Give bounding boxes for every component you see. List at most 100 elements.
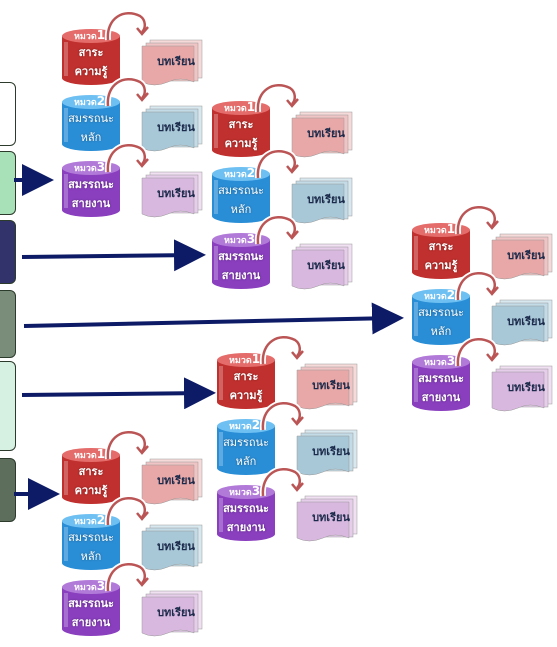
curved-arrow-icon: [254, 78, 304, 122]
category-line-2: ความรู้: [424, 259, 458, 272]
lesson-document: บทเรียน: [290, 176, 354, 224]
lesson-document: บทเรียน: [295, 494, 359, 542]
lesson-document: บทเรียน: [140, 170, 204, 218]
lesson-label: บทเรียน: [157, 606, 195, 619]
category-3-cylinder: หมวด3 สมรรถนะสายงาน: [60, 160, 122, 218]
category-line-2: หลัก: [80, 550, 102, 563]
category-line-2: สายงาน: [226, 521, 266, 534]
curved-arrow-icon: [454, 200, 504, 244]
category-line-2: สายงาน: [421, 391, 461, 404]
lesson-label: บทเรียน: [507, 381, 545, 394]
lesson-document: บทเรียน: [490, 364, 554, 412]
category-line-1: สาระ: [428, 240, 454, 253]
lesson-document: บทเรียน: [295, 362, 359, 410]
curved-arrow-icon: [104, 6, 154, 50]
category-tag: หมวด2: [74, 94, 106, 108]
category-line-1: สมรรถนะ: [223, 502, 269, 515]
category-tag: หมวด1: [229, 352, 261, 366]
lesson-document: บทเรียน: [490, 232, 554, 280]
lesson-document: บทเรียน: [295, 428, 359, 476]
category-line-2: หลัก: [235, 455, 257, 468]
category-line-1: สมรรถนะ: [223, 436, 269, 449]
category-tag: หมวด3: [229, 484, 261, 498]
curved-arrow-icon: [104, 491, 154, 535]
lesson-label: บทเรียน: [157, 540, 195, 553]
category-tag: หมวด1: [74, 28, 106, 42]
curved-arrow-icon: [104, 138, 154, 182]
left-box-4: [0, 290, 16, 358]
category-line-2: ความรู้: [229, 389, 263, 402]
lesson-label: บทเรียน: [307, 127, 345, 140]
category-tag: หมวด2: [224, 166, 256, 180]
lesson-label: บทเรียน: [157, 187, 195, 200]
category-tag: หมวด3: [74, 160, 106, 174]
curved-arrow-icon: [259, 396, 309, 440]
category-3-cylinder: หมวด3 สมรรถนะสายงาน: [210, 232, 272, 290]
category-2-cylinder: หมวด2 สมรรถนะหลัก: [60, 513, 122, 571]
category-line-1: สาระ: [228, 118, 254, 131]
category-tag: หมวด2: [229, 418, 261, 432]
lesson-label: บทเรียน: [157, 121, 195, 134]
lesson-label: บทเรียน: [307, 193, 345, 206]
lesson-label: บทเรียน: [307, 259, 345, 272]
category-line-2: หลัก: [430, 325, 452, 338]
category-line-1: สาระ: [233, 370, 259, 383]
category-line-1: สาระ: [78, 46, 104, 59]
curved-arrow-icon: [254, 144, 304, 188]
left-box-6: [0, 458, 16, 522]
category-line-1: สาระ: [78, 465, 104, 478]
category-line-2: ความรู้: [74, 484, 108, 497]
curved-arrow-icon: [254, 210, 304, 254]
category-tag: หมวด2: [424, 288, 456, 302]
category-tag: หมวด1: [224, 100, 256, 114]
category-line-2: สายงาน: [71, 197, 111, 210]
connector-arrows: [14, 164, 404, 510]
category-line-2: สายงาน: [221, 269, 261, 282]
category-tag: หมวด3: [224, 232, 256, 246]
category-line-2: สายงาน: [71, 616, 111, 629]
category-tag: หมวด3: [424, 354, 456, 368]
lesson-document: บทเรียน: [140, 38, 204, 86]
category-line-1: สมรรถนะ: [68, 112, 114, 125]
category-tag: หมวด2: [74, 513, 106, 527]
category-line-1: สมรรถนะ: [68, 531, 114, 544]
category-line-1: สมรรถนะ: [68, 178, 114, 191]
category-line-2: หลัก: [230, 203, 252, 216]
lesson-document: บทเรียน: [290, 110, 354, 158]
lesson-label: บทเรียน: [157, 474, 195, 487]
curved-arrow-icon: [259, 330, 309, 374]
category-3-cylinder: หมวด3 สมรรถนะสายงาน: [215, 484, 277, 542]
category-tag: หมวด3: [74, 579, 106, 593]
curved-arrow-icon: [104, 425, 154, 469]
lesson-label: บทเรียน: [507, 249, 545, 262]
arrow-2: [21, 239, 206, 272]
curved-arrow-icon: [104, 557, 154, 601]
arrow-3: [23, 302, 404, 335]
left-box-1: [0, 82, 16, 146]
category-tag: หมวด1: [424, 222, 456, 236]
lesson-label: บทเรียน: [312, 511, 350, 524]
lesson-document: บทเรียน: [290, 242, 354, 290]
curved-arrow-icon: [104, 72, 154, 116]
lesson-label: บทเรียน: [157, 55, 195, 68]
left-box-2: [0, 151, 16, 215]
category-line-2: หลัก: [80, 131, 102, 144]
curved-arrow-icon: [259, 462, 309, 506]
arrow-4: [21, 377, 216, 410]
curved-arrow-icon: [454, 266, 504, 310]
lesson-document: บทเรียน: [490, 298, 554, 346]
category-line-1: สมรรถนะ: [218, 184, 264, 197]
lesson-label: บทเรียน: [312, 379, 350, 392]
category-line-2: ความรู้: [74, 65, 108, 78]
lesson-document: บทเรียน: [140, 523, 204, 571]
category-line-1: สมรรถนะ: [418, 306, 464, 319]
category-line-1: สมรรถนะ: [218, 250, 264, 263]
category-line-1: สมรรถนะ: [68, 597, 114, 610]
